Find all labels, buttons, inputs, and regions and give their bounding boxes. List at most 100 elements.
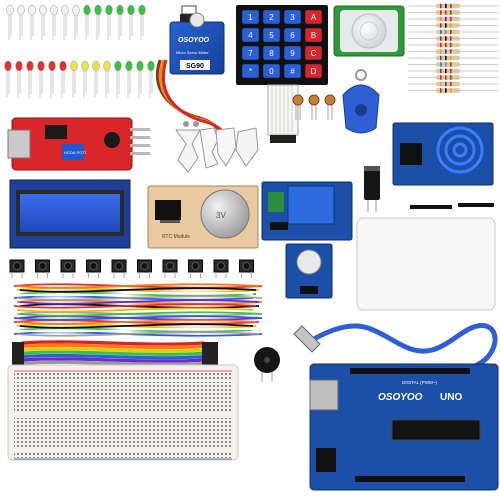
lcd-1602-display: [9, 179, 131, 249]
ribbon-wire: [21, 350, 205, 356]
push-button: [213, 259, 229, 278]
push-button: [162, 259, 178, 278]
ribbon-wire: [21, 360, 205, 367]
rfid-keyfob: [342, 69, 380, 134]
keypad-key: 7: [241, 45, 260, 61]
keypad-key: 4: [241, 27, 260, 43]
uno-brand: OSOYOO: [378, 392, 423, 403]
led: [37, 60, 45, 98]
keypad-key-label: *: [249, 67, 252, 76]
led: [72, 4, 80, 40]
led: [94, 4, 102, 40]
led: [81, 60, 89, 98]
keypad-key: 6: [283, 27, 302, 43]
led: [48, 60, 56, 98]
keypad-key-label: 8: [269, 49, 274, 58]
piezo-buzzer: [254, 347, 280, 382]
sound-sensor-label: HCOA POT1: [64, 150, 88, 155]
arduino-uno-board: OSOYOO UNO DIGITAL (PWM~): [309, 363, 499, 491]
led: [92, 60, 100, 98]
led: [17, 4, 25, 40]
push-button: [188, 259, 203, 278]
resistor: [408, 23, 498, 28]
keypad-key-label: 5: [269, 31, 274, 40]
jumper-wire: [16, 319, 257, 325]
jumper-wire: [16, 295, 263, 301]
ribbon-wire: [21, 347, 205, 353]
electrolytic-capacitor: [364, 166, 380, 212]
keypad-key-label: 0: [269, 67, 274, 76]
jumper-wire: [13, 315, 260, 321]
resistor: [408, 49, 498, 54]
keypad-key-label: B: [311, 31, 316, 40]
resistor: [408, 42, 498, 48]
ribbon-wire: [21, 353, 205, 360]
jumper-wire: [19, 311, 263, 317]
pir-motion-sensor: [333, 5, 405, 57]
led: [59, 60, 67, 98]
keypad-key: 0: [262, 63, 281, 79]
resistor: [408, 75, 498, 80]
led: [6, 4, 14, 40]
keypad-key-label: C: [311, 49, 317, 58]
keypad-key-label: 2: [269, 13, 274, 22]
rtc-clock-module: 3V RTC Module: [147, 185, 259, 249]
micro-servo-motor: OSOYOO Micro Servo Motor SG90: [155, 5, 229, 151]
keypad-ribbon: [267, 84, 299, 143]
jumper-wire: [16, 331, 260, 337]
resistor: [408, 81, 498, 87]
tactile-push-buttons: [9, 259, 254, 278]
jumper-wire: [19, 299, 260, 305]
header-pins: [410, 203, 494, 209]
jumper-wire: [13, 291, 254, 297]
keypad-key: 2: [262, 9, 281, 25]
led: [105, 4, 113, 40]
rfid-reader-board: [392, 122, 494, 186]
led: [116, 4, 124, 40]
servo-label: Micro Servo Motor: [176, 50, 209, 55]
push-button: [60, 259, 76, 278]
led: [114, 60, 122, 98]
keypad-key: 9: [283, 45, 302, 61]
led: [39, 4, 47, 40]
servo-horns: [175, 121, 259, 173]
push-button: [9, 259, 25, 278]
keypad-key: 1: [241, 9, 260, 25]
led: [26, 60, 34, 98]
push-button: [35, 259, 50, 278]
jumper-wire: [13, 327, 263, 333]
keypad-key-label: D: [311, 67, 317, 76]
led: [125, 60, 133, 98]
led: [61, 4, 69, 40]
keypad-key: C: [304, 45, 323, 61]
resistor: [408, 10, 498, 15]
led: [147, 60, 155, 98]
led: [136, 60, 144, 98]
ribbon-wire: [21, 357, 205, 363]
sound-sensor-module: HCOA POT1: [7, 117, 150, 171]
keypad-key-label: 6: [290, 31, 295, 40]
servo-brand: OSOYOO: [178, 37, 210, 44]
rtc-battery-label: 3V: [216, 211, 226, 220]
led-assortment: [4, 4, 155, 98]
keypad-key-label: 7: [248, 49, 253, 58]
keypad-key: A: [304, 9, 323, 25]
led: [15, 60, 23, 98]
rfid-card: [356, 217, 496, 311]
jumper-wire: [16, 283, 260, 289]
servo-model: SG90: [186, 63, 204, 70]
resistor: [408, 3, 498, 9]
keypad-key: 5: [262, 27, 281, 43]
resistor: [408, 29, 498, 35]
push-button: [86, 259, 101, 278]
ribbon-wire: [21, 340, 205, 346]
keypad-key: *: [241, 63, 260, 79]
resistor: [408, 62, 498, 67]
keypad-key: B: [304, 27, 323, 43]
led: [83, 4, 91, 40]
push-button: [239, 259, 254, 278]
uno-pin-label: DIGITAL (PWM~): [402, 380, 437, 385]
touch-sensor-module: [285, 243, 333, 299]
led: [50, 4, 58, 40]
